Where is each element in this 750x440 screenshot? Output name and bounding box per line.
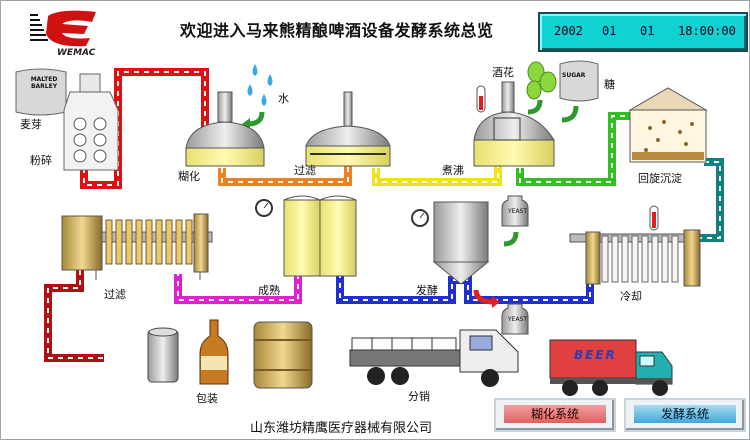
label-sugar: 糖 [604, 78, 615, 91]
date-time-display: 2002 01 01 18:00:00 [538, 12, 748, 52]
label-filter-plate: 过滤 [104, 288, 126, 301]
label-water: 水 [278, 92, 289, 105]
label-ferment: 发酵 [416, 284, 438, 297]
yeast-bottle-icon [501, 303, 529, 335]
malt-bag-text: MALTED BARLEY [30, 76, 58, 90]
water-drops [247, 64, 273, 106]
pressure-gauge-icon [411, 209, 429, 227]
label-distribute: 分销 [408, 390, 430, 403]
yeast-out-arrow [473, 289, 495, 305]
mash-tun [185, 91, 265, 167]
beer-keg [253, 321, 313, 389]
yeast-arrow [503, 231, 519, 247]
label-mature: 成熟 [258, 284, 280, 297]
fermenter [432, 201, 490, 285]
water-arrow [247, 111, 265, 127]
yeast-text: YEAST [508, 208, 528, 215]
crusher [63, 73, 119, 171]
sugar-bag-text: SUGAR [562, 72, 586, 79]
yeast-text: YEAST [508, 316, 528, 323]
beer-bottle [199, 319, 229, 385]
label-whirlpool: 回旋沉淀 [638, 172, 682, 185]
company-logo [30, 10, 96, 47]
boil-kettle [473, 81, 555, 167]
company-footer: 山东潍坊精鹰医疗器械有限公司 [250, 421, 433, 436]
whirlpool-tank [628, 87, 708, 163]
beer-truck [549, 339, 673, 396]
label-crush: 粉碎 [30, 154, 52, 167]
pipe-mash-to-lauter [218, 166, 352, 186]
label-package: 包装 [196, 392, 218, 405]
ferment-system-button[interactable]: 发酵系统 [624, 398, 746, 432]
hops-icon [526, 61, 557, 100]
sugar-arrow [561, 105, 579, 123]
lauter-tun [305, 91, 391, 167]
logo-text: WEMAC [57, 48, 96, 58]
maturation-tanks [283, 195, 357, 277]
pipe-whirlpool-to-cooler [700, 158, 724, 242]
mash-system-button[interactable]: 糊化系统 [494, 398, 616, 432]
truck-beer-text: BEER [574, 348, 617, 362]
flatbed-truck [349, 329, 519, 387]
plate-cooler [569, 229, 701, 287]
yeast-bottle-icon [501, 195, 529, 227]
pipe-mature-to-filter [174, 274, 302, 304]
label-mash: 糊化 [178, 170, 200, 183]
label-hops: 酒花 [492, 66, 514, 79]
label-filter-lauter: 过滤 [294, 164, 316, 177]
plate-filter [61, 213, 213, 280]
label-cool: 冷却 [620, 290, 642, 303]
beer-can [147, 327, 179, 383]
page-title: 欢迎进入马来熊精酿啤酒设备发酵系统总览 [180, 21, 494, 40]
pipe-filter-to-package [44, 270, 104, 362]
pipe-lauter-to-boil [372, 166, 502, 186]
thermometer-icon [649, 205, 659, 231]
pipe-boil-to-whirlpool [516, 112, 634, 186]
label-malt: 麦芽 [20, 118, 42, 131]
ferment-system-label: 发酵系统 [634, 405, 736, 423]
sugar-bag [559, 60, 599, 102]
clock-year: 2002 [554, 24, 583, 38]
pressure-gauge-icon [255, 199, 273, 217]
mash-system-label: 糊化系统 [504, 405, 606, 423]
clock-day: 01 [640, 24, 655, 38]
label-boil: 煮沸 [442, 164, 464, 177]
clock-month: 01 [602, 24, 617, 38]
thermometer-icon [476, 85, 486, 113]
clock-time: 18:00:00 [678, 24, 736, 38]
hops-arrow [527, 99, 543, 115]
yeast-out-arrow-head [492, 296, 500, 308]
